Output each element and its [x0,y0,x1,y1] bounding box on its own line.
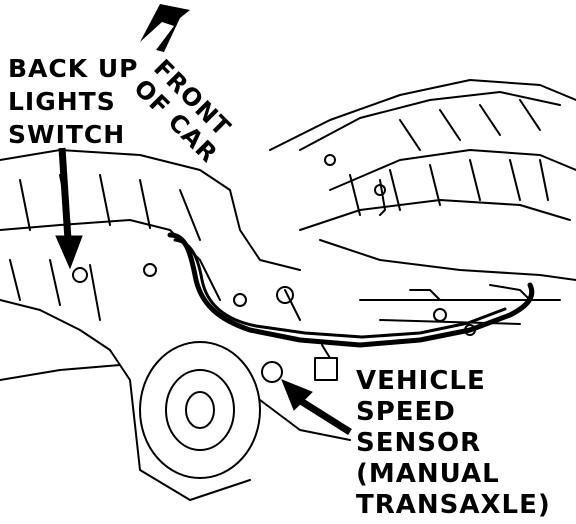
vss-line-1: VEHICLE [356,366,486,396]
vss-pointer [294,395,352,435]
engine-lower [319,239,576,325]
backup-switch-pointer [58,147,72,241]
vss-arrowhead [281,379,313,411]
output-flange-inner [165,369,235,451]
vss-line-2: SPEED [356,397,456,427]
back-up-lights-switch-line-2: LIGHTS [8,87,116,116]
front-arrow [140,4,190,52]
vehicle-speed-sensor-label: VEHICLE SPEED SENSOR (MANUAL TRANSAXLE) [356,368,551,523]
engine-ribs [349,99,549,216]
vss-line-3: SENSOR [356,428,482,458]
engine-block-outline [269,79,576,231]
vss-line-5: TRANSAXLE) [356,490,551,520]
back-up-lights-switch-label: BACK UP LIGHTS SWITCH [8,56,138,155]
vss-line-4: (MANUAL [356,459,500,489]
back-up-lights-switch-line-3: SWITCH [8,120,126,149]
output-flange [139,341,261,479]
back-up-lights-switch-line-1: BACK UP [8,54,139,83]
transaxle-ribs [9,174,201,321]
speed-sensor-body [261,361,283,383]
wiring-harness [167,232,535,348]
backup-switch-arrowhead [55,235,83,270]
